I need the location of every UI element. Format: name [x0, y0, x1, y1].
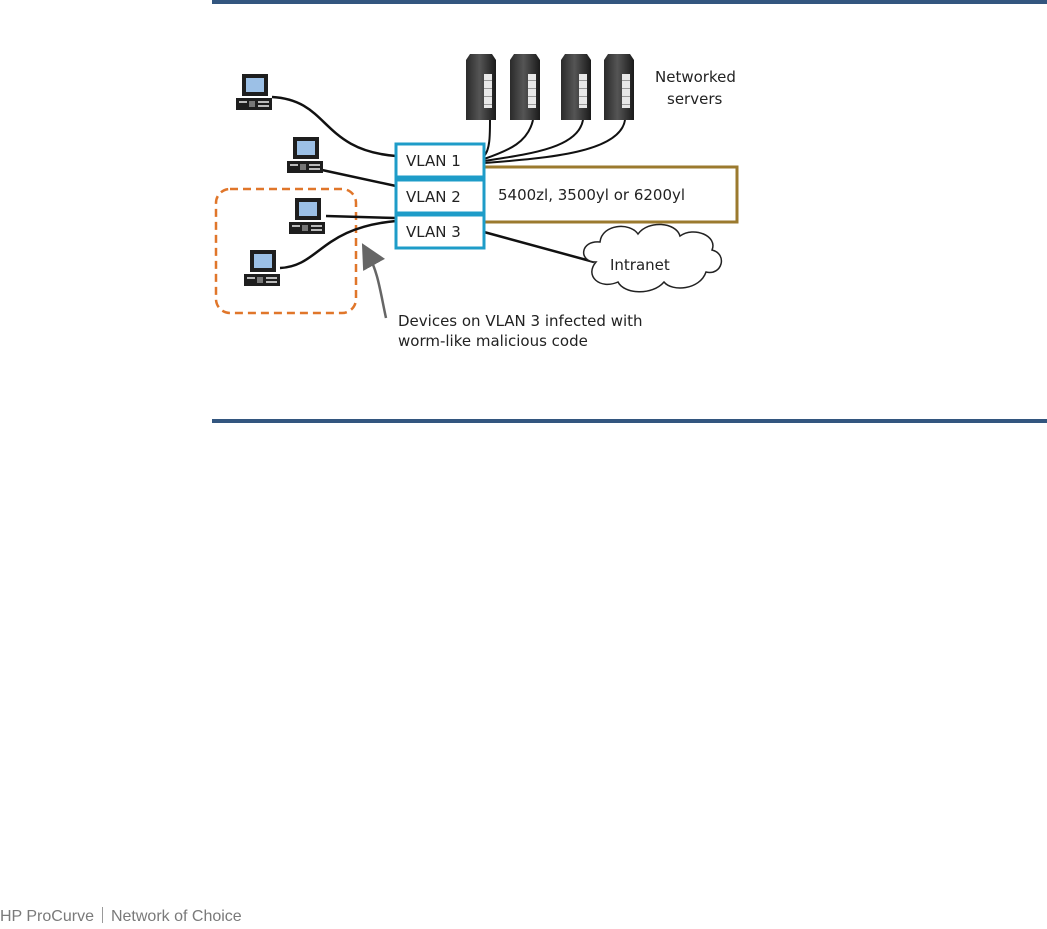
server-icon [604, 54, 634, 120]
annotation-line1: Devices on VLAN 3 infected with [398, 312, 643, 330]
switch-label: 5400zl, 3500yl or 6200yl [498, 186, 685, 204]
footer-tagline: Network of Choice [111, 908, 242, 925]
computer-icon [289, 198, 325, 234]
computer-icon [287, 137, 323, 173]
cable-pc3-vlan3 [326, 216, 396, 218]
server-icon [561, 54, 591, 120]
cable-pc1-vlan1 [272, 97, 396, 156]
vlan-1-label: VLAN 1 [406, 152, 461, 170]
vlan-2-label: VLAN 2 [406, 188, 461, 206]
cable-pc2-vlan2 [322, 170, 396, 186]
infected-devices-outline [216, 189, 356, 313]
server-icon [510, 54, 540, 120]
vlan-3-label: VLAN 3 [406, 223, 461, 241]
annotation-line2: worm-like malicious code [398, 332, 588, 350]
network-diagram: 5400zl, 3500yl or 6200yl VLAN 1 VLAN 2 V… [0, 0, 1047, 430]
computer-icon [244, 250, 280, 286]
page-footer: HP ProCurve Network of Choice [0, 907, 242, 927]
cable-server4 [484, 120, 625, 163]
cable-intranet [484, 232, 594, 262]
annotation-arrow [368, 254, 386, 318]
cable-server3 [484, 120, 583, 161]
server-icon [466, 54, 496, 120]
footer-brand: HP ProCurve [0, 908, 94, 925]
footer-separator [102, 907, 103, 923]
servers-label-line1: Networked [655, 68, 736, 86]
intranet-label: Intranet [610, 256, 670, 274]
servers-label-line2: servers [667, 90, 722, 108]
computer-icon [236, 74, 272, 110]
